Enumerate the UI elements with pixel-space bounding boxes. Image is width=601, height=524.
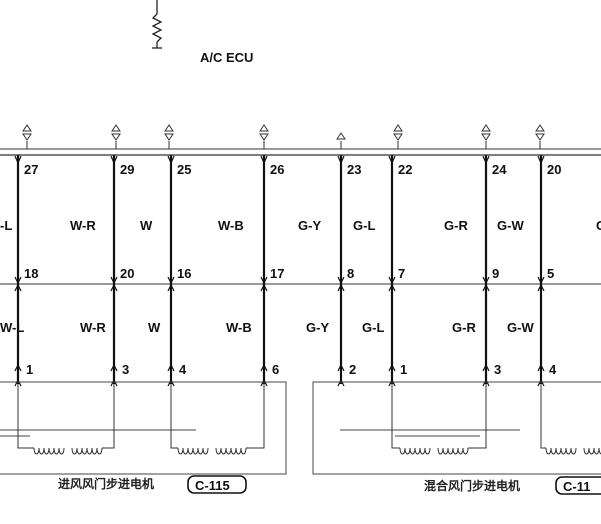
coil xyxy=(177,447,209,455)
wire-color-lower: G-R xyxy=(452,320,476,335)
resistor-symbol xyxy=(151,0,163,49)
coil xyxy=(583,447,601,455)
mid-pin-number: 8 xyxy=(347,266,354,281)
lower-pin-number: 6 xyxy=(272,362,279,377)
wire-color-upper: G-R xyxy=(444,218,468,233)
wire-color-lower: W-R xyxy=(80,320,106,335)
wire-color-lower: G-W xyxy=(507,320,534,335)
connector-arrow xyxy=(22,124,32,149)
wire xyxy=(337,155,345,387)
mid-pin-number: 17 xyxy=(270,266,284,281)
mid-pin-number: 20 xyxy=(120,266,134,281)
connector-arrow xyxy=(164,124,174,149)
ecu-bus xyxy=(0,148,601,285)
connector-arrow xyxy=(259,124,269,149)
mid-pin-number: 16 xyxy=(177,266,191,281)
connector-arrow xyxy=(393,124,403,149)
wire xyxy=(388,155,396,387)
motor-left-code: C-115 xyxy=(195,478,230,493)
wire-color-upper: G xyxy=(596,218,601,233)
wire xyxy=(482,155,490,387)
mid-pin-number: 7 xyxy=(398,266,405,281)
ecu-label: A/C ECU xyxy=(200,50,253,65)
mid-pin-number: 5 xyxy=(547,266,554,281)
lower-pin-number: 4 xyxy=(549,362,557,377)
lower-pin-number: 4 xyxy=(179,362,187,377)
wire-color-lower: W-L xyxy=(0,320,24,335)
upper-pin-number: 23 xyxy=(347,162,361,177)
connector-arrow xyxy=(111,124,121,149)
motor-box-left xyxy=(0,381,287,475)
mid-pin-number: 9 xyxy=(492,266,499,281)
coil xyxy=(215,447,247,455)
upper-pin-number: 24 xyxy=(492,162,507,177)
upper-pin-number: 22 xyxy=(398,162,412,177)
wires xyxy=(14,155,545,387)
upper-pin-number: 26 xyxy=(270,162,284,177)
wire-color-lower: G-Y xyxy=(306,320,329,335)
coil-links xyxy=(17,384,546,449)
motor-left-name: 进风风门步进电机 xyxy=(58,476,154,491)
lower-pin-number: 1 xyxy=(26,362,33,377)
motor-right-code-box xyxy=(555,476,601,495)
connector-arrow xyxy=(336,132,346,149)
wire xyxy=(260,155,268,387)
upper-pin-number: 25 xyxy=(177,162,191,177)
wire-color-upper: W-R xyxy=(70,218,96,233)
motor-right-name: 混合风门步进电机 xyxy=(424,478,520,493)
motor-right-code: C-11 xyxy=(563,479,590,494)
wire-color-upper: G-L xyxy=(353,218,375,233)
lower-pin-number: 1 xyxy=(400,362,407,377)
wire-color-upper: G-W xyxy=(497,218,524,233)
upper-pin-number: 20 xyxy=(547,162,561,177)
wire-color-upper: W-B xyxy=(218,218,244,233)
coil xyxy=(545,447,577,455)
coil xyxy=(71,447,103,455)
wire xyxy=(14,155,22,387)
wire-color-upper: G-Y xyxy=(298,218,321,233)
upper-pin-number: 29 xyxy=(120,162,134,177)
connector-arrows xyxy=(22,124,545,149)
upper-pin-number: 27 xyxy=(24,162,38,177)
wire-color-lower: W xyxy=(148,320,161,335)
lower-pin-number: 3 xyxy=(122,362,129,377)
motor-coils xyxy=(17,384,601,455)
wire xyxy=(537,155,545,387)
motor-box-right xyxy=(312,381,601,475)
wire xyxy=(110,155,118,387)
coil xyxy=(437,447,469,455)
connector-arrow xyxy=(535,124,545,149)
wire xyxy=(167,155,175,387)
wire-color-upper: -L xyxy=(0,218,12,233)
mid-pin-number: 18 xyxy=(24,266,38,281)
wire-color-upper: W xyxy=(140,218,153,233)
wire-color-lower: W-B xyxy=(226,320,252,335)
connector-arrow xyxy=(481,124,491,149)
wire-color-lower: G-L xyxy=(362,320,384,335)
coil xyxy=(399,447,431,455)
lower-pin-number: 2 xyxy=(349,362,356,377)
coil xyxy=(33,447,65,455)
motor-left-code-box xyxy=(187,475,247,494)
lower-pin-number: 3 xyxy=(494,362,501,377)
